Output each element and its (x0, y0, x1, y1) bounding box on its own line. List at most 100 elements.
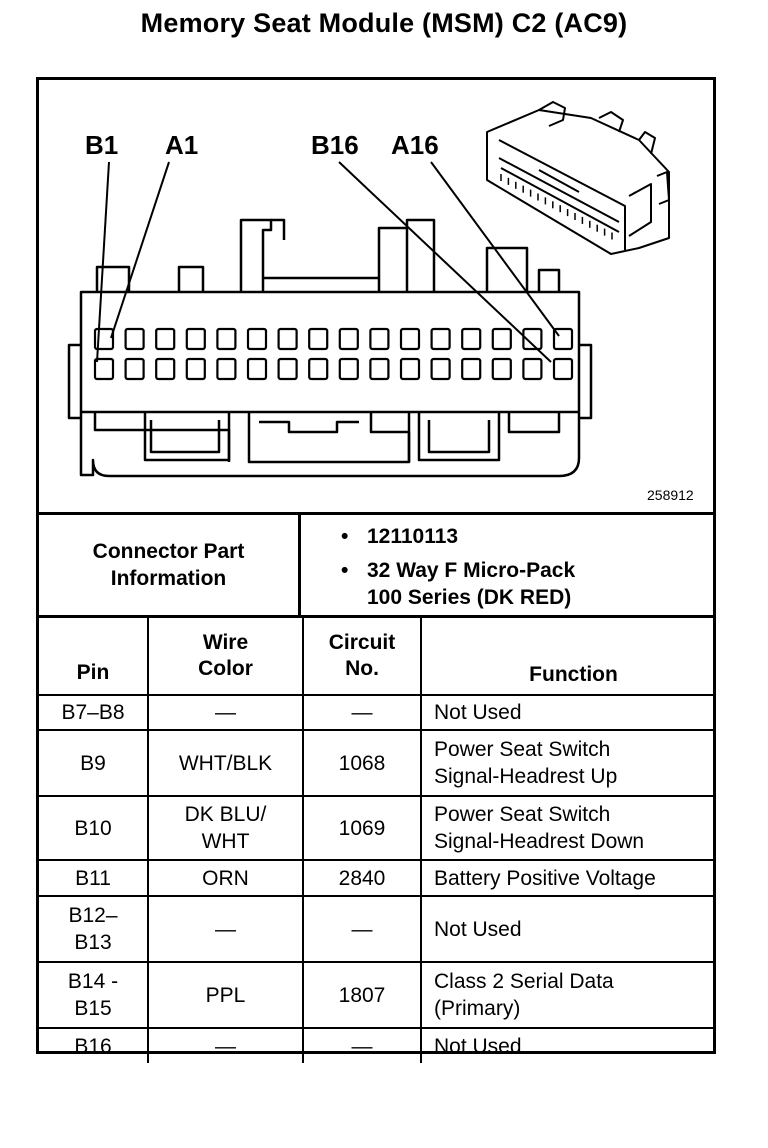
cell-function: Not Used (420, 895, 713, 963)
cell-circuit-no-text: — (351, 1034, 373, 1058)
cell-wire-color-text: — (215, 1034, 236, 1058)
cell-circuit-no-text: — (351, 701, 373, 724)
table-row: B12–B13 — — Not Used (39, 895, 713, 963)
leader-line-a1 (110, 161, 170, 339)
cell-wire-color: — (147, 895, 304, 963)
cell-pin-text: B15 (74, 997, 112, 1020)
cell-function-text: Power Seat Switch (434, 738, 611, 761)
cell-pin-text: B14 - (67, 970, 119, 993)
header-function: Function (420, 615, 713, 696)
cell-wire-color-text: — (215, 917, 236, 941)
bullet-dot: • (341, 525, 349, 548)
cell-wire-color-text: WHT/BLK (178, 751, 273, 775)
cell-wire-color: DK BLU/WHT (147, 795, 304, 861)
pin-cavity (430, 357, 451, 381)
cell-pin-text: B11 (75, 866, 111, 890)
connector-diagram: B1 A1 B16 A16 258912 (39, 80, 713, 512)
pin-cavity (277, 327, 298, 351)
pin-cavity (491, 357, 512, 381)
cell-wire-color: WHT/BLK (147, 729, 304, 797)
pin-cavity (124, 357, 145, 381)
header-circuit-line1: Circuit (328, 631, 396, 654)
leader-line-b16 (338, 161, 552, 363)
pinout-table: Pin Wire Color Circuit No. Function B7–B… (39, 615, 713, 1063)
cell-wire-color-text: WHT (201, 830, 250, 853)
pin-cavity (124, 327, 145, 351)
connector-info-values: • 12110113 • 32 Way F Micro-Pack 100 Ser… (301, 515, 713, 615)
label-a16: A16 (391, 130, 439, 160)
cell-function-text: (Primary) (434, 997, 521, 1020)
leader-line-b1 (96, 161, 110, 363)
cell-pin: B12–B13 (39, 895, 149, 963)
cell-circuit-no: 2840 (302, 859, 422, 897)
leader-line-a16 (430, 161, 560, 337)
cell-circuit-no: 1069 (302, 795, 422, 861)
pin-cavity (216, 357, 237, 381)
cell-circuit-no-text: — (351, 917, 373, 941)
pin-cavity (552, 327, 574, 351)
pin-cavity (369, 327, 390, 351)
pin-cavity (93, 327, 115, 351)
pin-cavity (461, 327, 482, 351)
connector-part-info: Connector Part Information • 12110113 • … (39, 512, 713, 615)
header-wire-line1: Wire (202, 631, 249, 654)
cell-wire-color: — (147, 694, 304, 731)
cell-pin: B10 (39, 795, 149, 861)
cell-circuit-no-text: 2840 (338, 866, 386, 890)
cell-circuit-no-text: 1069 (338, 816, 386, 840)
connector-frame: B1 A1 B16 A16 258912 (36, 77, 716, 1063)
label-a1: A1 (165, 130, 198, 160)
connector-info-label: Connector Part Information (39, 515, 301, 615)
cell-circuit-no: 1807 (302, 961, 422, 1029)
pin-cavity (308, 357, 329, 381)
cell-circuit-no-text: 1068 (338, 751, 386, 775)
header-wire-color: Wire Color (147, 615, 304, 696)
connector-drawing: B1 A1 B16 A16 258912 (67, 101, 694, 503)
cell-wire-color: ORN (147, 859, 304, 897)
table-row: B16——Not Used (39, 1027, 713, 1063)
cell-function-text: Signal-Headrest Up (434, 765, 618, 788)
pin-cavity (522, 327, 543, 351)
connector-info-label-line1: Connector Part (92, 540, 245, 563)
cell-circuit-no: — (302, 694, 422, 731)
cell-wire-color-text: DK BLU/ (184, 803, 267, 826)
pin-cavity (155, 327, 176, 351)
pin-cavity (491, 327, 512, 351)
cell-function-text: Class 2 Serial Data (434, 970, 614, 993)
cell-pin: B7–B8 (39, 694, 149, 731)
pin-cavity (308, 327, 329, 351)
cell-pin-text: B12– (68, 904, 118, 927)
pin-cavity (338, 327, 359, 351)
cell-pin: B14 - B15 (39, 961, 149, 1029)
table-row: B14 - B15 PPL 1807 Class 2 Serial Data (Prima… (39, 961, 713, 1029)
housing-outline (79, 290, 581, 478)
connector-isometric-view (486, 101, 670, 255)
cell-pin-text: B10 (74, 816, 112, 840)
cell-circuit-no: — (302, 1027, 422, 1063)
label-b16: B16 (311, 130, 359, 160)
pin-cavity (216, 327, 237, 351)
connector-type-line2: 100 Series (DK RED) (367, 586, 572, 609)
cell-function: Class 2 Serial Data (Primary) (420, 961, 713, 1029)
cell-wire-color-text: PPL (205, 983, 246, 1007)
cell-circuit-no-text: 1807 (338, 983, 386, 1007)
connector-info-label-line2: Information (110, 567, 227, 590)
cell-circuit-no: — (302, 895, 422, 963)
cell-function-text: Not Used (434, 917, 522, 941)
pin-cavity (155, 357, 176, 381)
pin-cavity (185, 327, 206, 351)
page-title: Memory Seat Module (MSM) C2 (AC9) (140, 8, 628, 38)
header-circuit-line2: No. (345, 657, 379, 680)
header-circuit-no: Circuit No. (302, 615, 422, 696)
cell-pin: B9 (39, 729, 149, 797)
pin-cavity (93, 357, 115, 381)
cell-function-text: Not Used (434, 701, 522, 724)
header-pin: Pin (39, 615, 149, 696)
pin-cavity (338, 357, 359, 381)
cell-function-text: Not Used (434, 1034, 522, 1058)
pin-cavity (522, 357, 543, 381)
pin-cavity (277, 357, 298, 381)
